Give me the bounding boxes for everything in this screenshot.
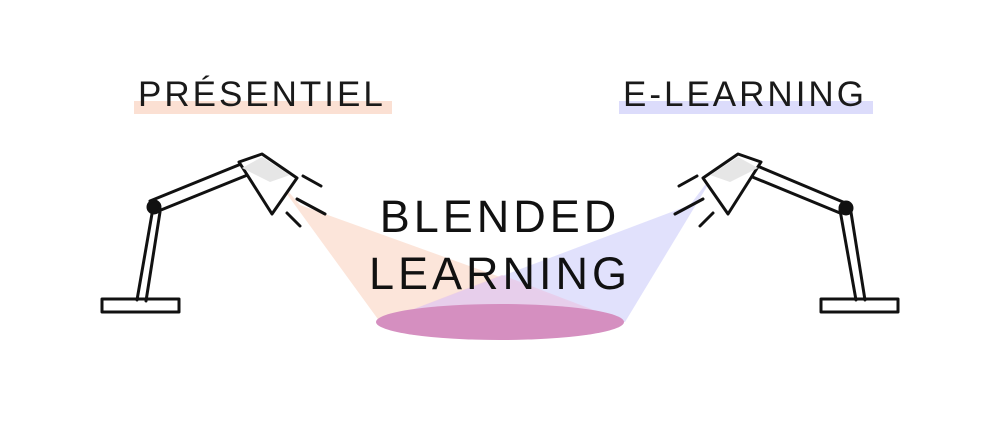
center-title-line-1: BLENDED <box>379 191 621 242</box>
right-lamp-lower-arm <box>838 208 858 302</box>
left-lamp-lower-arm <box>135 206 155 302</box>
right-lamp-base <box>819 297 900 314</box>
left-lamp-upper-arm <box>148 160 248 203</box>
left-lamp-joint <box>146 199 162 215</box>
left-lamp <box>100 152 327 314</box>
e-learning-label: E-LEARNING <box>619 77 873 114</box>
center-title-line-2: LEARNING <box>368 248 632 299</box>
presentiel-label: PRÉSENTIEL <box>134 77 392 114</box>
left-light-beam <box>268 168 625 322</box>
right-lamp-joint <box>838 200 854 216</box>
left-lamp-base <box>100 297 181 314</box>
right-light-beam <box>380 165 720 322</box>
spotlight-ellipse <box>376 304 624 340</box>
right-lamp-upper-arm <box>753 163 845 204</box>
right-lamp <box>673 152 900 314</box>
blended-learning-title: BLENDED LEARNING <box>330 188 670 302</box>
